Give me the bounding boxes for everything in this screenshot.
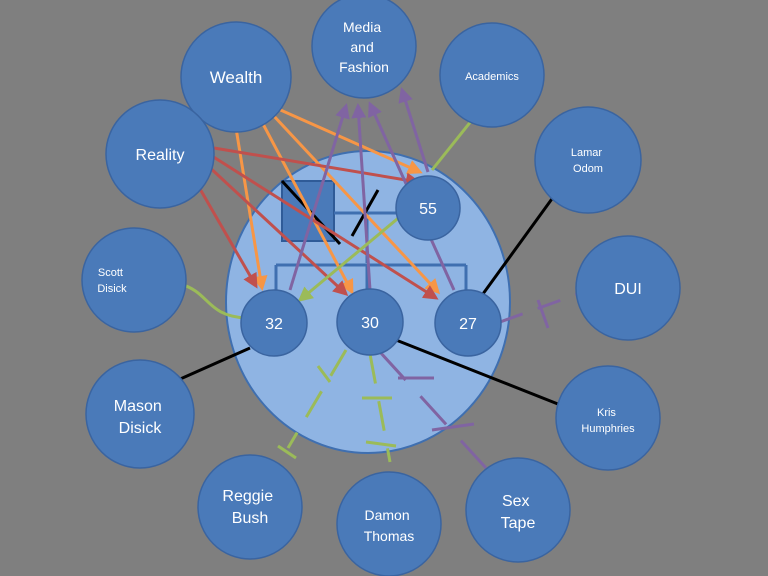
reality-arrows [194,146,439,300]
reggie-label-line-2: Bush [232,510,268,527]
lamar-label-line-2: Odom [573,163,603,175]
node-kris-humphries[interactable]: Kris Humphries [555,365,661,471]
green-connections [179,119,474,463]
scott-label-line-1: Scott [98,267,123,279]
kris-label-line-1: Kris [597,407,616,419]
cutoff-bar-reggie [277,444,297,460]
node-reality[interactable]: Reality [105,99,215,209]
arrow-reality-30 [204,162,349,297]
node-lamar-odom[interactable]: Lamar Odom [534,106,642,214]
line-academics-55 [430,119,474,171]
node-27[interactable]: 27 [434,289,502,357]
node-55-label: 55 [419,201,437,218]
reality-label: Reality [136,147,185,164]
arrow-55-32 [297,208,409,302]
arrow-55-media [398,87,430,173]
academics-label: Academics [465,71,519,83]
arrow-reality-32 [194,181,258,289]
kris-label-line-2: Humphries [581,423,635,435]
damon-label-line-2: Thomas [364,528,415,544]
node-55[interactable]: 55 [395,175,461,241]
black-connections [177,195,569,410]
cutoff-bar-reggie-2 [316,365,332,383]
node-27-label: 27 [459,316,477,333]
arrow-reality-27 [211,154,439,300]
node-32-label: 32 [265,316,283,333]
reggie-label: Reggie Bush [222,488,277,527]
arrow-wealth-32 [234,127,268,291]
line-scott-32 [179,282,247,320]
node-32[interactable]: 32 [240,289,308,357]
cutoff-27-dui [499,292,579,324]
node-30[interactable]: 30 [336,288,404,356]
cutoff-30-damon [368,353,392,463]
line-lamar-27 [478,195,556,299]
wealth-label: Wealth [210,68,263,87]
node-30-label: 30 [361,315,379,332]
node-dui[interactable]: DUI [575,235,681,341]
node-damon-thomas[interactable]: Damon Thomas [336,471,442,576]
sextape-label-line-2: Tape [501,515,536,532]
wealth-arrows [234,106,441,295]
node-academics[interactable]: Academics [439,22,545,128]
reggie-label-line-1: Reggie [222,488,273,505]
media-label: Media and Fashion [339,19,389,75]
purple-connections [378,292,579,470]
media-label-line-1: Media [343,19,381,35]
line-32-mason [177,346,251,382]
lamar-label-line-1: Lamar [571,147,603,159]
damon-label: Damon Thomas [364,507,415,544]
mason-label-line-1: Mason [114,398,162,415]
arrow-30-media [351,103,372,291]
arrow-wealth-27 [270,112,441,295]
cutoff-bar-damon-2 [365,440,397,448]
scott-label-line-2: Disick [97,283,127,295]
damon-label-line-1: Damon [364,507,409,523]
kris-label: Kris Humphries [581,407,635,435]
arrow-reality-55 [213,146,421,188]
node-reggie-bush[interactable]: Reggie Bush [197,454,303,560]
media-label-line-3: Fashion [339,59,389,75]
sextape-label-line-1: Sex [502,493,530,510]
cutoff-30-sextape [378,350,488,470]
node-wealth[interactable]: Wealth [180,21,292,133]
scott-label: Scott Disick [97,267,127,295]
media-label-line-2: and [350,39,373,55]
sextape-label: Sex Tape [501,493,536,532]
node-mason-disick[interactable]: Mason Disick [85,359,195,469]
lamar-label: Lamar Odom [571,147,605,175]
cutoff-bar-sextape-2 [431,422,475,432]
node-sex-tape[interactable]: Sex Tape [465,457,571,563]
node-scott-disick[interactable]: Scott Disick [81,227,187,333]
cutoff-bar-dui [536,299,550,329]
mason-label-line-2: Disick [119,420,163,437]
node-media-and-fashion[interactable]: Media and Fashion [311,0,417,99]
arrow-wealth-30 [260,121,354,295]
arrow-32-media [288,103,350,291]
media-arrows [288,87,456,291]
mason-label: Mason Disick [114,398,166,437]
dui-label: DUI [614,281,642,298]
line-30-kris [395,338,569,410]
cutoff-30-reggie [286,349,348,449]
